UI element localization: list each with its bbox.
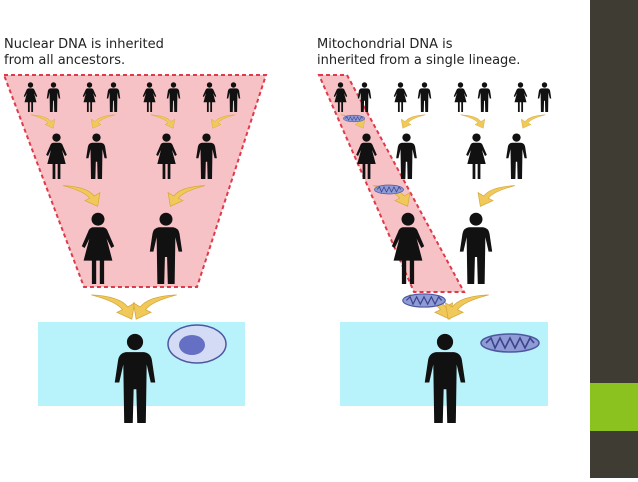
male-figure-icon xyxy=(537,82,552,112)
inheritance-arrow-icon xyxy=(444,294,490,320)
inheritance-arrow-icon xyxy=(400,114,426,129)
male-figure-icon xyxy=(459,212,493,284)
inheritance-arrow-icon xyxy=(477,185,516,207)
cell-icon xyxy=(167,324,227,364)
female-figure-icon xyxy=(513,82,528,112)
inheritance-arrow-icon xyxy=(90,294,136,320)
inheritance-arrow-icon xyxy=(520,114,546,129)
mitochondrion-icon xyxy=(343,114,365,123)
female-figure-icon xyxy=(466,133,487,179)
mitochondrion-icon xyxy=(374,184,404,195)
female-figure-icon xyxy=(393,82,408,112)
mitochondrial-dna-panel xyxy=(317,74,552,423)
nuclear-inheritance-funnel xyxy=(2,74,268,288)
sidebar-accent-block xyxy=(590,383,638,431)
great-grandparents-row xyxy=(333,82,552,112)
male-figure-icon xyxy=(417,82,432,112)
inheritance-arrow-icon xyxy=(132,294,178,320)
mitochondrion-icon xyxy=(480,333,540,353)
nuclear-dna-panel xyxy=(2,74,268,423)
nuclear-dna-caption: Nuclear DNA is inherited from all ancest… xyxy=(4,37,164,68)
male-figure-icon xyxy=(477,82,492,112)
mitochondrial-inheritance-strip xyxy=(317,74,466,293)
inheritance-arrow-icon xyxy=(460,114,486,129)
mitochondrial-dna-caption: Mitochondrial DNA is inherited from a si… xyxy=(317,37,521,68)
row3-arrows xyxy=(90,294,178,320)
nucleus-icon xyxy=(179,335,205,355)
female-figure-icon xyxy=(453,82,468,112)
male-figure-icon xyxy=(506,133,527,179)
mitochondrion-icon xyxy=(402,293,446,308)
